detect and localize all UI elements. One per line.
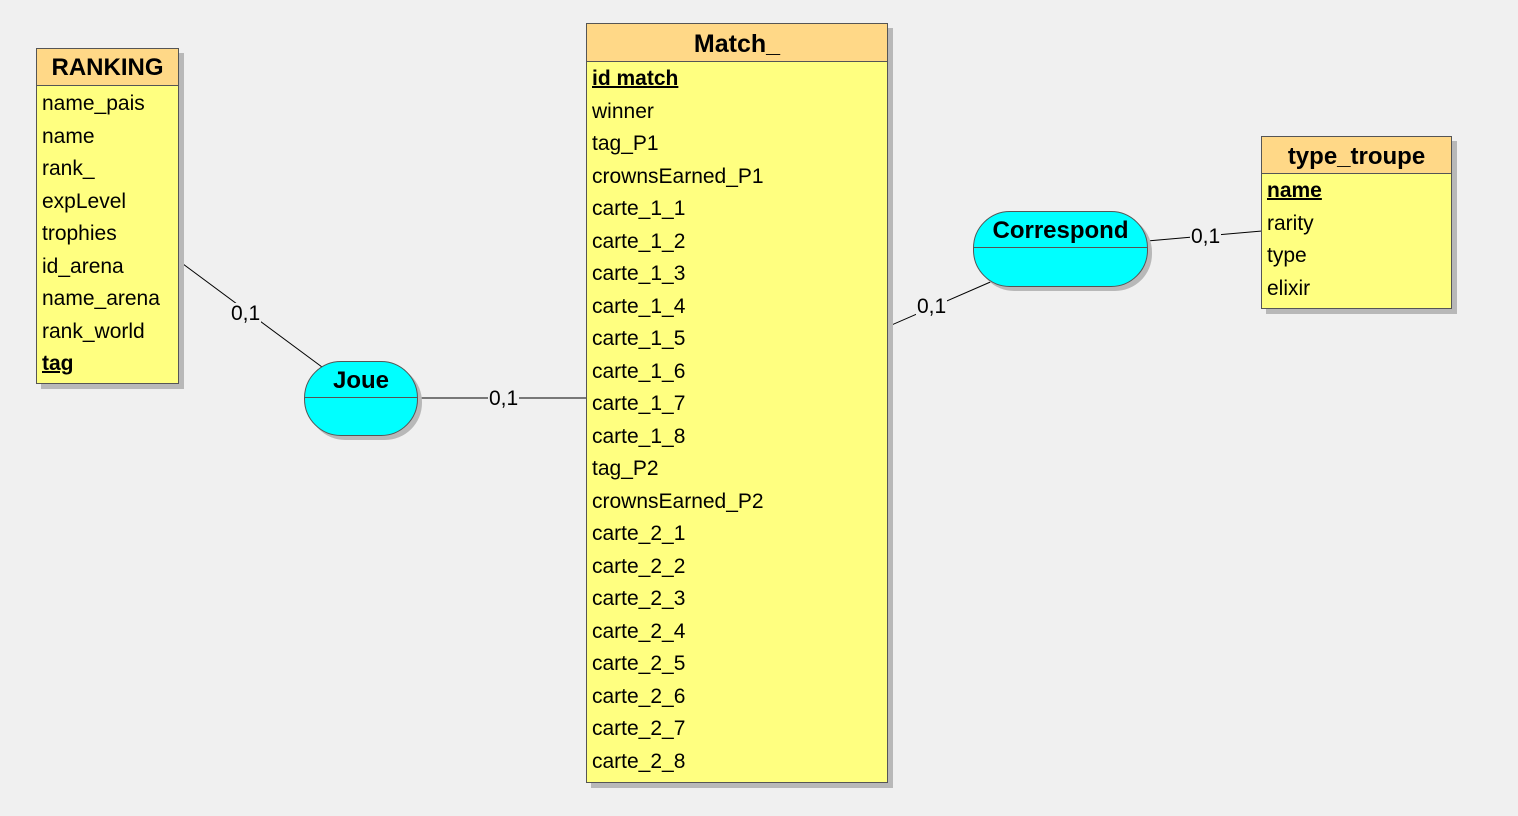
- entity-ranking[interactable]: RANKING name_pais name rank_ expLevel tr…: [36, 48, 179, 384]
- attribute: crownsEarned_P1: [592, 164, 764, 188]
- primary-key-attribute: name: [1267, 179, 1322, 202]
- attribute: rarity: [1267, 211, 1314, 235]
- attribute: carte_1_8: [592, 424, 686, 448]
- association-divider: [305, 397, 417, 398]
- entity-type-troupe-title: type_troupe: [1262, 137, 1451, 174]
- cardinality-ranking-joue: 0,1: [230, 302, 262, 325]
- association-correspond[interactable]: Correspond: [973, 211, 1148, 287]
- attribute: carte_2_2: [592, 554, 686, 578]
- attribute: tag_P1: [592, 132, 659, 155]
- cardinality-match-correspond: 0,1: [916, 295, 948, 318]
- cardinality-correspond-type-troupe: 0,1: [1190, 225, 1222, 248]
- attribute: carte_1_5: [592, 327, 686, 350]
- association-divider: [974, 247, 1147, 248]
- association-joue[interactable]: Joue: [304, 361, 418, 436]
- attribute: name_pais: [42, 92, 145, 115]
- entity-match-title: Match_: [587, 24, 887, 62]
- attribute: type: [1267, 244, 1307, 267]
- attribute: trophies: [42, 222, 117, 245]
- association-joue-title: Joue: [332, 367, 389, 394]
- attribute: carte_2_5: [592, 652, 686, 675]
- attribute: carte_1_1: [592, 197, 686, 220]
- attribute: rank_: [42, 157, 95, 180]
- attribute: carte_2_4: [592, 619, 686, 643]
- attribute: name: [42, 124, 95, 148]
- attribute: elixir: [1267, 276, 1311, 300]
- cardinality-joue-match: 0,1: [488, 387, 520, 410]
- association-correspond-title: Correspond: [992, 217, 1129, 244]
- primary-key-attribute: tag: [42, 352, 74, 375]
- attribute: carte_2_7: [592, 717, 686, 740]
- attribute: tag_P2: [592, 457, 659, 480]
- attribute: carte_2_1: [592, 522, 686, 545]
- attribute: crownsEarned_P2: [592, 489, 764, 513]
- attribute: winner: [592, 99, 654, 123]
- attribute: carte_1_4: [592, 294, 686, 318]
- attribute: id_arena: [42, 254, 124, 278]
- attribute: carte_1_7: [592, 392, 686, 415]
- attribute: carte_1_3: [592, 262, 686, 285]
- entity-ranking-title: RANKING: [37, 49, 178, 86]
- attribute: rank_world: [42, 319, 145, 343]
- attribute: name_arena: [42, 287, 160, 310]
- attribute: carte_1_6: [592, 359, 686, 383]
- attribute: carte_2_8: [592, 749, 686, 773]
- entity-match[interactable]: Match_ id match winner tag_P1 crownsEarn…: [586, 23, 888, 783]
- attribute: expLevel: [42, 189, 127, 213]
- entity-type-troupe[interactable]: type_troupe name rarity type elixir: [1261, 136, 1452, 309]
- attribute: carte_2_3: [592, 587, 686, 610]
- attribute: carte_2_6: [592, 684, 686, 708]
- attribute: carte_1_2: [592, 229, 686, 253]
- primary-key-attribute: id match: [592, 67, 679, 90]
